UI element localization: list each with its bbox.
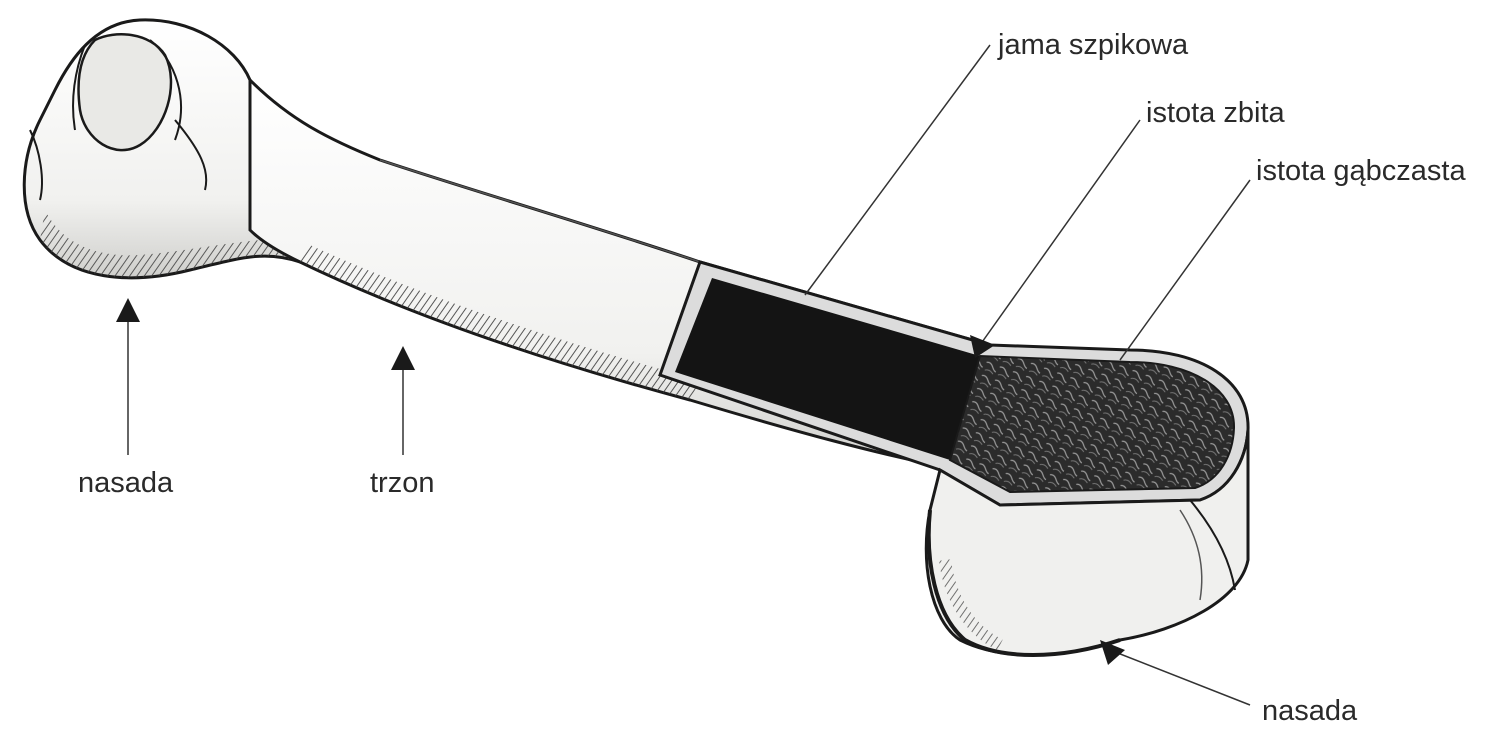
leader-nasada-right	[1110, 650, 1250, 705]
label-nasada-right: nasada	[1262, 695, 1358, 725]
label-istota-zbita: istota zbita	[1146, 97, 1285, 129]
leader-jama-szpikowa	[805, 45, 990, 295]
spongy-bone	[950, 356, 1234, 492]
arrow-up-icon	[391, 346, 415, 370]
leader-istota-zbita	[980, 120, 1140, 345]
leader-istota-gabczasta	[1120, 180, 1250, 360]
arrow-up-icon	[116, 298, 140, 322]
label-trzon: trzon	[370, 467, 434, 499]
label-jama-szpikowa: jama szpikowa	[997, 29, 1189, 61]
label-nasada-left: nasada	[78, 467, 174, 499]
label-istota-gabczasta: istota gąbczasta	[1256, 155, 1466, 187]
